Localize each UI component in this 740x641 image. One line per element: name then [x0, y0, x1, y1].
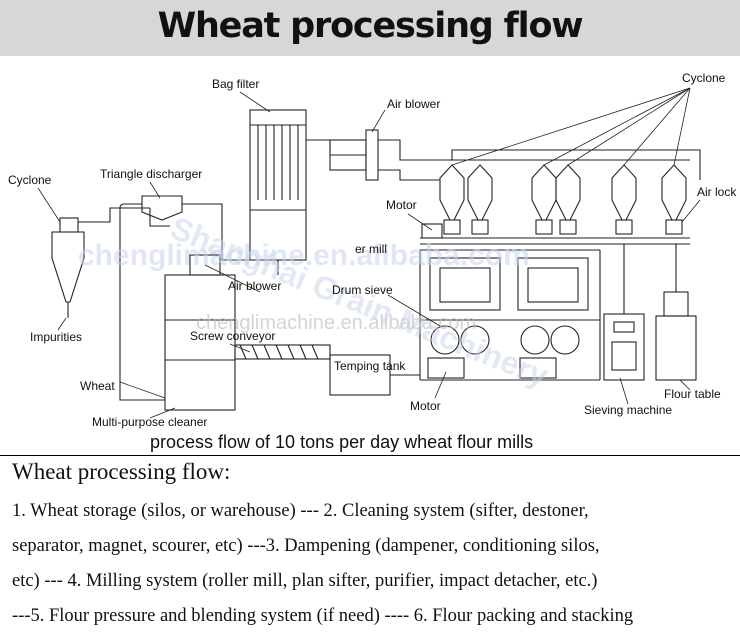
bag-filter	[249, 109, 331, 275]
label-screw-conveyor: Screw conveyor	[190, 329, 275, 343]
label-sieving-machine: Sieving machine	[584, 403, 672, 417]
roller-mills	[419, 249, 601, 380]
label-motor-bottom: Motor	[410, 399, 441, 413]
label-air-blower-mid: Air blower	[228, 279, 281, 293]
multi-purpose-cleaner	[119, 232, 236, 411]
label-wheat: Wheat	[80, 379, 115, 393]
flow-line: separator, magnet, scourer, etc) ---3. D…	[12, 536, 600, 556]
air-blower-top	[329, 129, 440, 181]
flow-line: ---5. Flour pressure and blending system…	[12, 606, 634, 626]
label-triangle-discharger: Triangle discharger	[100, 167, 202, 181]
flow-line: etc) --- 4. Milling system (roller mill,…	[12, 571, 598, 591]
triangle-discharger	[119, 195, 223, 232]
label-motor-top: Motor	[386, 198, 417, 212]
drum-sieves	[420, 325, 600, 381]
flow-heading: Wheat processing flow:	[12, 459, 231, 484]
watermark-1: chenglimachine.en.alibaba.com	[78, 239, 530, 272]
label-flour-table: Flour table	[664, 387, 721, 401]
flour-table	[655, 244, 697, 381]
watermark-2: chenglimachine.en.alibaba.com	[196, 312, 476, 334]
label-tempering-tank: Temping tank	[334, 359, 406, 373]
process-flow-diagram: chenglimachine.en.alibaba.com chenglimac…	[8, 71, 737, 452]
label-bag-filter: Bag filter	[212, 77, 259, 91]
divider	[0, 455, 740, 456]
screw-conveyor	[234, 344, 420, 396]
label-drum-sieve: Drum sieve	[332, 283, 393, 297]
title-bar: Wheat processing flow	[0, 0, 740, 56]
label-cyclone-left: Cyclone	[8, 173, 52, 187]
cyclones-top-right	[420, 149, 701, 245]
label-cyclone-right: Cyclone	[682, 71, 726, 85]
label-multi-purpose-cleaner: Multi-purpose cleaner	[92, 415, 207, 429]
diagram-caption: process flow of 10 tons per day wheat fl…	[150, 432, 533, 452]
sieving-machine	[603, 244, 645, 381]
left-cyclone	[51, 207, 150, 318]
page-title: Wheat processing flow	[157, 6, 584, 46]
label-impurities: Impurities	[30, 330, 82, 344]
label-roller-mill: er mill	[355, 242, 387, 256]
flow-line: 1. Wheat storage (silos, or warehouse) -…	[12, 501, 589, 521]
label-air-blower-top: Air blower	[387, 97, 440, 111]
label-air-lock: Air lock	[697, 185, 737, 199]
